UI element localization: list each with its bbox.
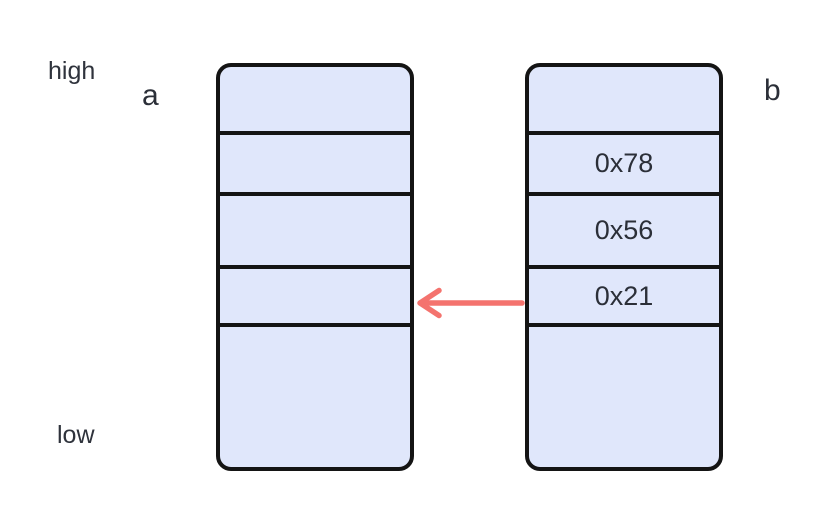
cell-value: 0x21 <box>594 280 654 311</box>
arrow-head <box>417 287 442 319</box>
memory-cell: 0x21 <box>529 269 719 327</box>
label-high: high <box>48 57 96 85</box>
memory-cell <box>220 196 410 269</box>
memory-cell <box>220 269 410 327</box>
memory-box-a <box>216 63 414 471</box>
cell-value: 0x56 <box>594 215 654 245</box>
memory-box-b: 0x78 0x56 0x21 <box>525 63 723 471</box>
label-low: low <box>57 421 95 449</box>
arrow-left-icon <box>412 287 527 319</box>
memory-cell <box>220 135 410 196</box>
memory-cell: 0x56 <box>529 196 719 269</box>
memory-cell <box>220 67 410 135</box>
memory-cell: 0x78 <box>529 135 719 196</box>
box-a-label: a <box>142 79 159 112</box>
cell-value: 0x78 <box>594 148 654 178</box>
memory-cell <box>529 67 719 135</box>
arrow-left-svg <box>417 287 525 319</box>
memory-cell <box>220 327 410 467</box>
box-b-label: b <box>764 74 781 107</box>
memory-cell <box>529 327 719 467</box>
